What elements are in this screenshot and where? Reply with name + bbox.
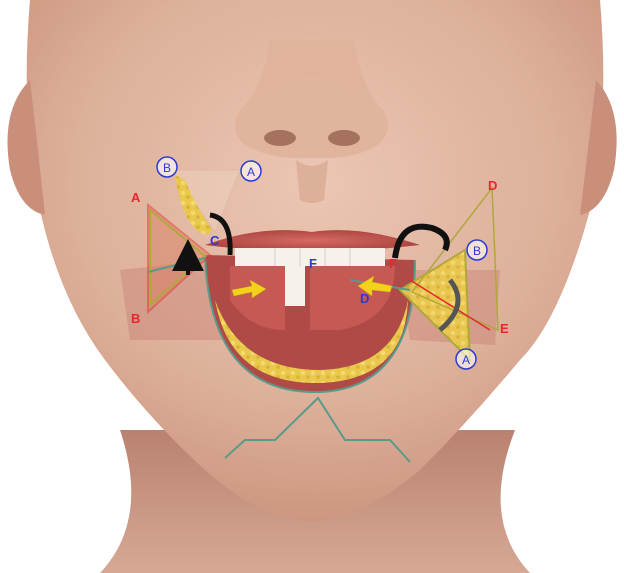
svg-text:A: A [247,165,255,179]
label-left-A: A [131,190,141,205]
label-center-D: D [360,291,369,306]
label-left-B: B [131,311,140,326]
svg-text:B: B [163,161,171,175]
label-right-E: E [500,321,509,336]
left-circle-B: B [157,157,177,177]
label-left-C: C [210,233,220,248]
left-circle-A: A [241,161,261,181]
right-circle-A: A [456,349,476,369]
right-circle-B: B [467,240,487,260]
label-right-D: D [488,178,497,193]
svg-text:B: B [473,244,481,258]
svg-text:A: A [462,353,470,367]
label-center-F: F [309,256,317,271]
label-right-F: F [389,256,397,271]
